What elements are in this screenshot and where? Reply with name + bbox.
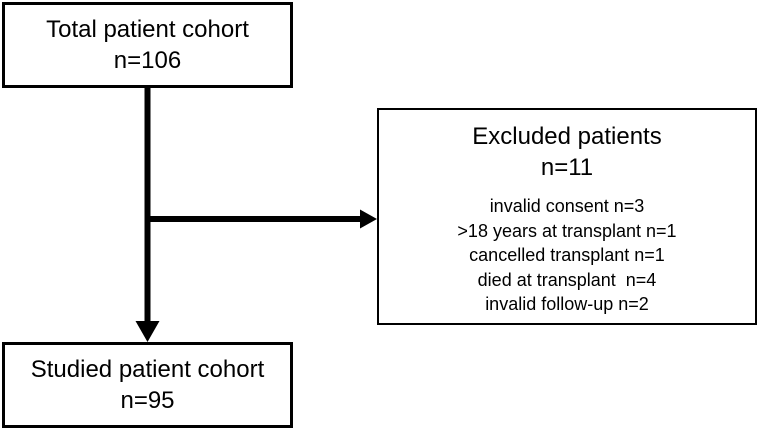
total-cohort-count: n=106 bbox=[113, 47, 182, 74]
excluded-patients-title: Excluded patients bbox=[472, 123, 662, 150]
exclusion-reason: invalid consent n=3 bbox=[489, 196, 645, 216]
exclusion-reason: cancelled transplant n=1 bbox=[469, 245, 665, 265]
arrow-right-head-icon bbox=[360, 209, 377, 229]
excluded-patients-box: Excluded patients n=11 invalid consent n… bbox=[377, 108, 757, 325]
exclusion-reason: invalid follow-up n=2 bbox=[485, 294, 649, 314]
total-cohort-box: Total patient cohort n=106 bbox=[2, 2, 293, 88]
excluded-patients-count: n=11 bbox=[540, 154, 594, 181]
studied-cohort-box: Studied patient cohort n=95 bbox=[2, 342, 293, 428]
exclusion-reason: died at transplant n=4 bbox=[477, 269, 657, 290]
studied-cohort-title: Studied patient cohort bbox=[30, 356, 265, 383]
exclusion-reasons-list: invalid consent n=3 >18 years at transpl… bbox=[457, 194, 676, 317]
exclusion-reason: >18 years at transplant n=1 bbox=[457, 220, 677, 241]
arrow-down-head-icon bbox=[135, 321, 160, 342]
total-cohort-title: Total patient cohort bbox=[46, 16, 249, 43]
studied-cohort-count: n=95 bbox=[120, 387, 175, 414]
